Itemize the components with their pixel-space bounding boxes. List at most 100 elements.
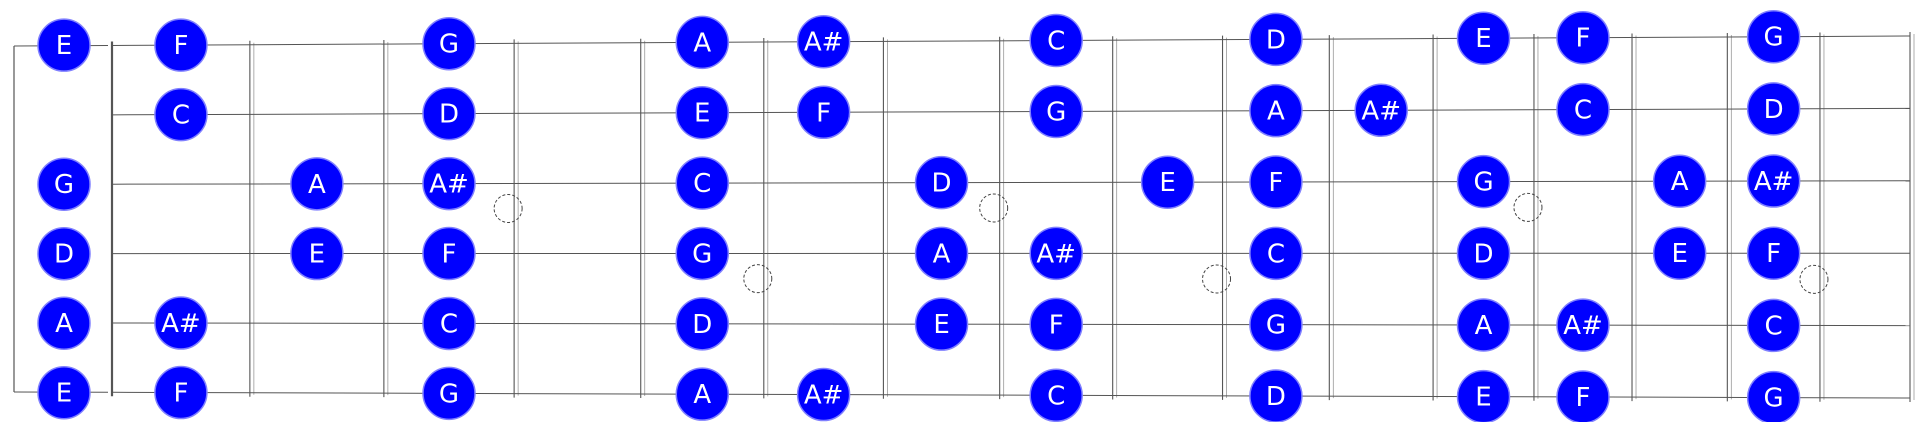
note-circle xyxy=(675,367,730,421)
note-marker: A xyxy=(1456,298,1511,352)
note-circle xyxy=(422,226,476,281)
note-label: F xyxy=(442,240,457,270)
note-circle xyxy=(1029,297,1083,352)
fret-inlay-marker xyxy=(1799,264,1829,294)
note-label: F xyxy=(816,98,831,128)
note-marker: G xyxy=(422,16,476,71)
note-label: C xyxy=(693,169,711,199)
note-marker: C xyxy=(1029,368,1083,422)
note-marker: A xyxy=(1652,154,1707,208)
note-marker: G xyxy=(1746,9,1801,64)
note-circle xyxy=(675,15,730,70)
note-label: D xyxy=(1764,95,1784,125)
note-marker: C xyxy=(1556,82,1610,137)
note-circle xyxy=(422,366,476,421)
note-circle xyxy=(1746,370,1801,422)
note-circle xyxy=(1029,13,1083,68)
note-label: D xyxy=(932,169,952,199)
note-circle xyxy=(1456,11,1511,65)
note-circle xyxy=(37,157,91,211)
note-marker: C xyxy=(154,87,208,142)
note-label: E xyxy=(56,379,72,409)
note-label: A xyxy=(55,309,73,339)
note-circle xyxy=(37,296,91,350)
note-circle xyxy=(914,226,969,281)
note-circle xyxy=(675,226,730,281)
note-marker: A xyxy=(290,157,344,211)
note-marker: E xyxy=(1456,11,1511,65)
note-circle xyxy=(1746,298,1801,353)
note-circle xyxy=(37,226,91,281)
note-label: A# xyxy=(1754,167,1794,197)
note-marker: D xyxy=(1456,226,1511,281)
note-marker: E xyxy=(1456,369,1511,422)
note-circle xyxy=(422,296,476,351)
note-circle xyxy=(796,367,851,422)
note-label: C xyxy=(1267,239,1285,269)
note-marker: A# xyxy=(422,156,476,211)
note-marker: G xyxy=(422,366,476,421)
note-marker: G xyxy=(1249,297,1303,352)
note-circle xyxy=(1456,154,1511,209)
note-label: A xyxy=(1671,167,1689,197)
note-marker: F xyxy=(422,226,476,281)
note-label: C xyxy=(1765,311,1783,341)
note-circle xyxy=(675,156,730,210)
note-label: G xyxy=(1046,97,1066,127)
note-marker: D xyxy=(422,86,476,141)
note-label: F xyxy=(173,379,188,409)
note-circle xyxy=(1556,370,1610,422)
note-label: C xyxy=(1047,27,1065,57)
note-circle xyxy=(1456,298,1511,352)
note-marker: F xyxy=(1556,10,1610,65)
note-marker: A# xyxy=(1556,298,1610,352)
note-circle xyxy=(675,85,730,140)
note-label: G xyxy=(439,379,459,409)
note-marker: D xyxy=(675,297,730,351)
fret-inlay-marker xyxy=(493,193,523,223)
note-marker: A xyxy=(675,367,730,421)
note-marker: D xyxy=(1249,369,1303,422)
note-label: G xyxy=(692,239,712,269)
note-label: A# xyxy=(161,309,201,339)
note-label: E xyxy=(933,310,949,340)
note-marker: F xyxy=(1556,370,1610,422)
note-label: F xyxy=(1049,310,1064,340)
note-label: G xyxy=(1473,168,1493,198)
note-circle xyxy=(154,18,208,72)
note-circle xyxy=(1249,12,1303,67)
note-marker: E xyxy=(290,226,344,281)
note-circle xyxy=(154,87,208,142)
note-marker: C xyxy=(1249,226,1303,281)
note-label: E xyxy=(694,99,710,129)
note-circle xyxy=(1746,9,1801,64)
note-label: A xyxy=(1267,97,1285,127)
note-circle xyxy=(914,155,969,210)
fret-inlay-marker xyxy=(1202,264,1232,294)
note-label: E xyxy=(56,31,72,61)
note-label: A xyxy=(693,28,711,58)
note-circle xyxy=(154,365,208,420)
note-marker: A# xyxy=(1029,226,1083,281)
note-marker: E xyxy=(1652,226,1707,280)
note-marker: F xyxy=(154,365,208,420)
note-marker: E xyxy=(675,85,730,140)
note-circle xyxy=(675,297,730,351)
note-circle xyxy=(1249,226,1303,281)
note-marker: A xyxy=(675,15,730,70)
note-marker: F xyxy=(1029,297,1083,352)
note-label: E xyxy=(1671,239,1687,269)
note-circle xyxy=(1249,297,1303,352)
note-label: D xyxy=(1266,382,1286,412)
note-marker: D xyxy=(37,226,91,281)
note-label: D xyxy=(1474,239,1494,269)
note-label: C xyxy=(1574,96,1592,126)
note-circle xyxy=(37,18,91,72)
note-label: F xyxy=(1766,239,1781,269)
note-circle xyxy=(1652,226,1707,280)
fretboard-lines xyxy=(13,32,1915,402)
note-marker: C xyxy=(675,156,730,210)
note-label: A xyxy=(1475,311,1493,341)
